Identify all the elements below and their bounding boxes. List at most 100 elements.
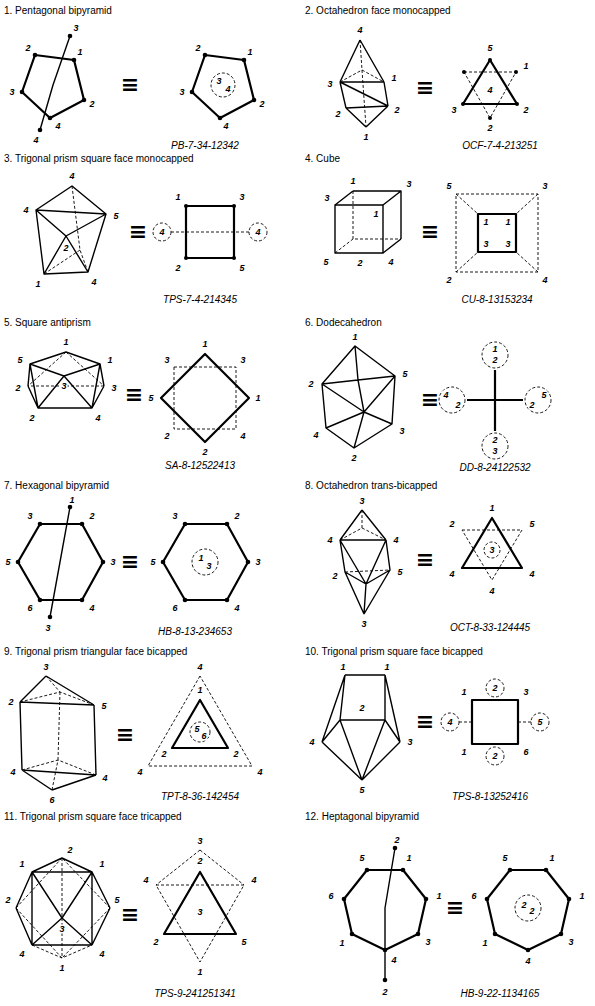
vertex-number: 2 [381, 988, 388, 997]
vertex-number: 4 [356, 26, 363, 35]
polyhedron-descriptor: DD-8-24122532 [459, 463, 530, 473]
vertex-number: 1 [197, 554, 204, 563]
equivalence-sign: ≡ [421, 221, 439, 243]
vertex-number: 2 [448, 520, 455, 529]
vertex-number: 4 [254, 228, 261, 237]
vertex-number: 3 [398, 427, 405, 436]
vertex-number: 3 [254, 558, 261, 567]
equivalence-sign: ≡ [121, 74, 139, 96]
vertex-number: 4 [486, 86, 493, 95]
vertex-number: 5 [401, 370, 408, 379]
vertex-number: 3 [178, 88, 185, 97]
vertex-number: 4 [196, 663, 203, 672]
vertex-number: 6 [48, 796, 55, 805]
vertex-number: 4 [54, 122, 61, 131]
vertex-number: 1 [338, 939, 345, 948]
vertex-number: 6 [171, 604, 178, 613]
vertex-number: 4 [90, 278, 97, 287]
vertex-number: 3 [58, 925, 65, 934]
vertex-number: 3 [215, 77, 222, 86]
panel-title: 7. Hexagonal bipyramid [4, 481, 109, 491]
vertex-number: 2 [4, 896, 11, 905]
vertex-number: 2 [486, 124, 493, 133]
vertex-number: 4 [442, 391, 449, 400]
panel-title: 11. Trigonal prism square face tricapped [4, 812, 182, 822]
vertex-number: 2 [331, 572, 338, 581]
vertex-number: 3 [60, 382, 67, 391]
vertex-number: 1 [76, 48, 83, 57]
vertex-number: 4 [32, 136, 39, 145]
vertex-number: 4 [250, 876, 257, 885]
vertex-number: 2 [14, 384, 21, 393]
vertex-number: 4 [312, 431, 319, 440]
vertex-number: 5 [100, 702, 107, 711]
vertex-number: 3 [406, 738, 413, 747]
vertex-number: 2 [491, 752, 498, 761]
vertex-number: 5 [16, 356, 23, 365]
vertex-number: 1 [372, 210, 379, 219]
vertex-number: 2 [358, 704, 365, 713]
vertex-number: 3 [171, 512, 178, 521]
vertex-number: 4 [256, 768, 263, 777]
equivalence-sign: ≡ [416, 77, 434, 99]
vertex-number: 2 [7, 698, 14, 707]
vertex-number: 5 [486, 44, 493, 53]
vertex-number: 3 [196, 908, 203, 917]
vertex-number: 5 [149, 558, 156, 567]
vertex-number: 5 [112, 212, 119, 221]
vertex-number: 3 [488, 546, 495, 555]
polyhedron-descriptor: TPS-7-4-214345 [163, 295, 237, 305]
vertex-number: 4 [98, 950, 105, 959]
vertex-number: 5 [238, 264, 245, 273]
vertex-number: 5 [113, 896, 120, 905]
vertex-number: 3 [42, 663, 49, 672]
vertex-number: 1 [504, 218, 511, 227]
vertex-number: 4 [94, 414, 101, 423]
vertex-number: 1 [349, 177, 356, 186]
vertex-number: 2 [88, 100, 95, 109]
vertex-number: 2 [258, 100, 265, 109]
vertex-number: 3 [205, 562, 212, 571]
vertex-number: 4 [101, 774, 108, 783]
vertex-number: 2 [196, 857, 203, 866]
vertex-number: 1 [491, 345, 498, 354]
vertex-number: 1 [68, 496, 75, 505]
vertex-number: 2 [528, 907, 535, 916]
vertex-number: 4 [446, 718, 453, 727]
vertex-number: 2 [528, 401, 535, 410]
vertex-number: 2 [445, 276, 452, 285]
vertex-number: 3 [110, 384, 117, 393]
vertex-number: 2 [194, 44, 201, 53]
vertex-number: 2 [88, 512, 95, 521]
vertex-number: 2 [491, 684, 498, 693]
vertex-number: 3 [26, 512, 33, 521]
vertex-number: 2 [62, 244, 69, 253]
equivalence-sign: ≡ [416, 711, 434, 733]
vertex-number: 4 [142, 876, 149, 885]
vertex-number: 1 [18, 860, 25, 869]
equivalence-sign: ≡ [125, 384, 143, 406]
vertex-number: 4 [222, 122, 229, 131]
vertex-number: 1 [522, 62, 529, 71]
vertex-number: 3 [72, 24, 79, 33]
vertex-number: 5 [147, 394, 154, 403]
vertex-number: 4 [528, 570, 535, 579]
vertex-number: 4 [9, 768, 16, 777]
vertex-number: 1 [62, 338, 69, 347]
vertex-number: 2 [334, 110, 341, 119]
vertex-number: 4 [390, 956, 397, 965]
vertex-number: 5 [540, 391, 547, 400]
equivalence-sign: ≡ [129, 221, 147, 243]
vertex-number: 4 [18, 950, 25, 959]
vertex-number: 3 [358, 497, 365, 506]
vertex-number: 1 [246, 48, 253, 57]
vertex-number: 2 [233, 512, 240, 521]
vertex-number: 1 [482, 218, 489, 227]
vertex-number: 2 [520, 901, 527, 910]
vertex-number: 3 [491, 447, 498, 456]
vertex-number: 4 [88, 604, 95, 613]
vertex-number: 3 [541, 182, 548, 191]
panel-title: 4. Cube [305, 154, 340, 164]
vertex-number: 3 [360, 620, 367, 629]
